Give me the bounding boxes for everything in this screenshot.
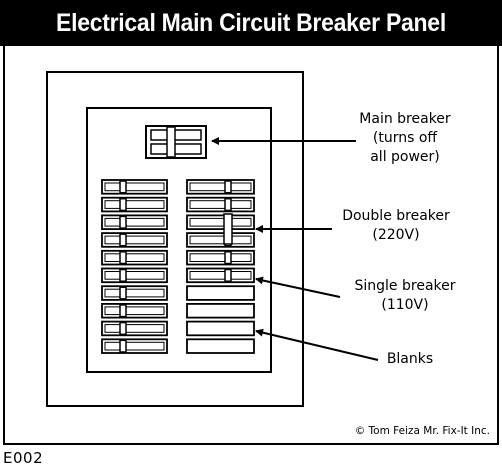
left-breaker [101, 179, 168, 195]
blanks-arrow [255, 328, 379, 361]
left-breaker [101, 338, 168, 354]
main-breaker-label-line-2: (turns off [372, 130, 438, 146]
right-blank [186, 302, 255, 319]
single-breaker-label-line-2: (110V) [381, 297, 429, 313]
blanks-label-line-1: Blanks [386, 351, 434, 367]
left-breaker [101, 232, 168, 248]
left-breaker [101, 196, 168, 213]
main-breaker-label-line-1: Main breaker [359, 111, 451, 127]
left-breaker [101, 285, 168, 301]
main-breaker-label-line-3: all power) [370, 149, 440, 165]
main-breaker-label: Main breaker (turns off all power) [350, 110, 460, 167]
single-breaker-label: Single breaker (110V) [341, 277, 469, 315]
single-breaker-arrow [255, 276, 341, 298]
right-breaker [186, 249, 255, 266]
double-breaker-label-line-2: (220V) [372, 227, 420, 243]
figure-code: E002 [3, 449, 44, 467]
main-breaker [145, 125, 207, 159]
right-breaker-column [186, 179, 255, 354]
left-breaker [101, 302, 168, 319]
right-breaker [186, 214, 255, 230]
right-breaker [186, 232, 255, 248]
right-blank [186, 320, 255, 337]
left-breaker [101, 320, 168, 337]
double-breaker-tie [223, 213, 233, 245]
copyright-credit: © Tom Feiza Mr. Fix-It Inc. [354, 425, 490, 437]
single-breaker-label-line-1: Single breaker [354, 278, 456, 294]
right-breaker [186, 196, 255, 213]
left-breaker [101, 267, 168, 284]
right-blank [186, 285, 255, 301]
double-breaker-label: Double breaker (220V) [332, 207, 460, 245]
diagram-frame [3, 46, 499, 445]
right-breaker [186, 179, 255, 195]
blanks-label: Blanks [375, 350, 445, 369]
left-breaker-column [101, 179, 168, 354]
left-breaker [101, 214, 168, 230]
right-blank [186, 338, 255, 354]
title-bar [0, 0, 502, 46]
right-breaker [186, 267, 255, 284]
left-breaker [101, 249, 168, 266]
double-breaker-label-line-1: Double breaker [342, 208, 450, 224]
diagram-title: Electrical Main Circuit Breaker Panel [56, 9, 446, 37]
